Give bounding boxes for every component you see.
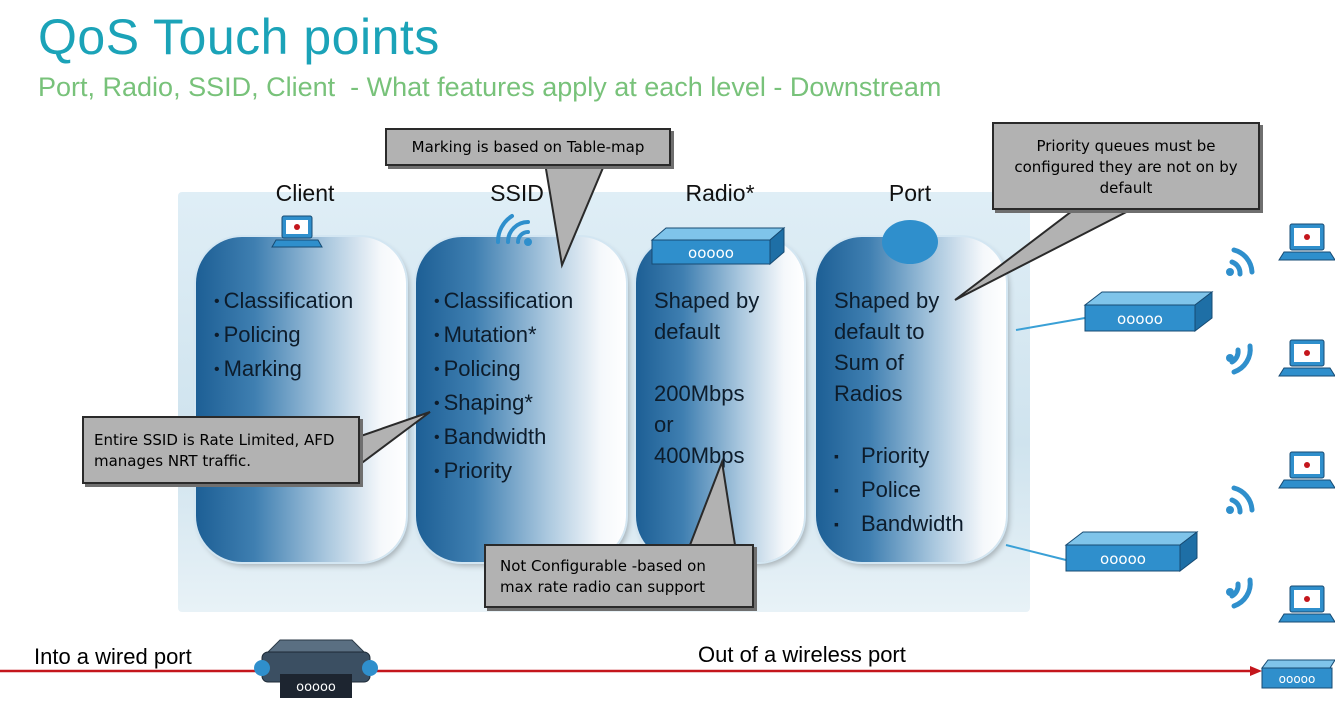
- ssid-item: Classification: [434, 285, 626, 319]
- svg-text:ooooo: ooooo: [296, 680, 336, 695]
- radio-text: Shaped by default 200Mbps or 400Mbps: [654, 288, 760, 468]
- wifi-signal-icon: [1226, 577, 1253, 609]
- laptop-icon: [1278, 223, 1335, 261]
- priority-callout: Priority queues must be configured they …: [992, 122, 1260, 210]
- laptop-icon: [1278, 451, 1335, 489]
- laptop-icon: [1278, 339, 1335, 377]
- ssid-card: Classification Mutation* Policing Shapin…: [416, 237, 626, 562]
- port-dot-icon: [882, 220, 938, 264]
- ssid-callout-pointer: [354, 411, 431, 470]
- marking-callout-pointer: [543, 162, 607, 269]
- client-laptop-icon: [271, 215, 323, 248]
- svg-text:ooooo: ooooo: [1100, 550, 1146, 568]
- svg-text:ooooo: ooooo: [1117, 310, 1163, 328]
- column-label-client: Client: [275, 180, 335, 206]
- client-item: Classification: [214, 285, 406, 319]
- svg-text:ooooo: ooooo: [688, 244, 734, 262]
- client-card: Classification Policing Marking: [196, 237, 406, 562]
- svg-text:ooooo: ooooo: [1279, 672, 1316, 686]
- radio-rate-callout: Not Configurable -based on max rate radi…: [484, 544, 754, 608]
- ssid-item: Bandwidth: [434, 421, 626, 455]
- access-point-icon: ooooo: [1261, 659, 1335, 689]
- port-item: Police: [834, 474, 1006, 508]
- page-subtitle: Port, Radio, SSID, Client - What feature…: [38, 72, 942, 102]
- wireless-port-label: Out of a wireless port: [698, 642, 906, 667]
- port-item: Priority: [834, 440, 1006, 474]
- priority-callout-pointer: [954, 204, 1141, 301]
- wifi-signal-icon: [1226, 343, 1253, 375]
- port-item: Bandwidth: [834, 508, 1006, 542]
- marking-callout: Marking is based on Table-map: [385, 128, 671, 166]
- radio-access-point-icon: ooooo: [650, 226, 786, 266]
- wired-port-label: Into a wired port: [34, 644, 192, 669]
- ssid-rate-callout: Entire SSID is Rate Limited, AFD manages…: [82, 416, 360, 484]
- page-title: QoS Touch points: [38, 9, 440, 65]
- wifi-signal-icon: [1226, 485, 1255, 515]
- switch-icon: ooooo: [254, 639, 378, 698]
- client-item: Policing: [214, 319, 406, 353]
- column-label-radio: Radio*: [685, 180, 755, 206]
- ssid-wifi-icon: [495, 214, 532, 246]
- wifi-signal-icon: [1226, 247, 1255, 277]
- client-item: Marking: [214, 353, 406, 387]
- ssid-item: Mutation*: [434, 319, 626, 353]
- port-card: Shaped by default to Sum of Radios Prior…: [816, 237, 1006, 562]
- access-point-icon: ooooo: [1064, 530, 1199, 573]
- column-label-ssid: SSID: [490, 180, 544, 206]
- laptop-icon: [1278, 585, 1335, 623]
- port-text: Shaped by default to Sum of Radios: [834, 288, 940, 406]
- ssid-item: Priority: [434, 455, 626, 489]
- radio-callout-pointer: [688, 458, 737, 546]
- ssid-item: Shaping*: [434, 387, 626, 421]
- column-label-port: Port: [888, 180, 932, 206]
- access-point-icon: ooooo: [1083, 290, 1214, 333]
- ssid-item: Policing: [434, 353, 626, 387]
